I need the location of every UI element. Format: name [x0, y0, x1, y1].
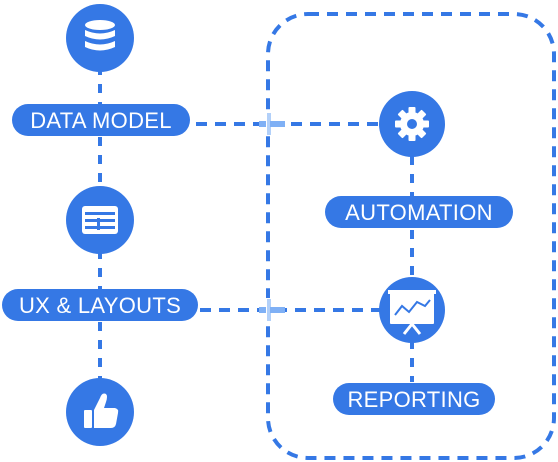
data-model-label: DATA MODEL	[12, 104, 190, 136]
reporting-text: REPORTING	[347, 387, 480, 412]
data-model-text: DATA MODEL	[30, 108, 172, 133]
ux-layouts-label: UX & LAYOUTS	[2, 289, 198, 321]
crossing-mark-top	[259, 112, 285, 136]
crossing-mark-bottom	[259, 298, 285, 322]
integration-panel	[266, 12, 556, 460]
gear-node	[379, 91, 445, 157]
layout-window-icon	[82, 206, 118, 234]
thumbs-up-node	[66, 378, 134, 446]
database-node	[66, 4, 134, 72]
layout-node	[66, 186, 134, 254]
automation-text: AUTOMATION	[345, 200, 493, 225]
gear-icon	[395, 107, 429, 141]
presentation-chart-icon	[388, 290, 436, 335]
ux-layouts-text: UX & LAYOUTS	[19, 293, 181, 318]
database-icon	[85, 20, 115, 51]
presentation-node	[379, 277, 445, 343]
reporting-label: REPORTING	[333, 383, 495, 415]
automation-label: AUTOMATION	[325, 196, 513, 228]
thumbs-up-icon	[84, 393, 119, 428]
